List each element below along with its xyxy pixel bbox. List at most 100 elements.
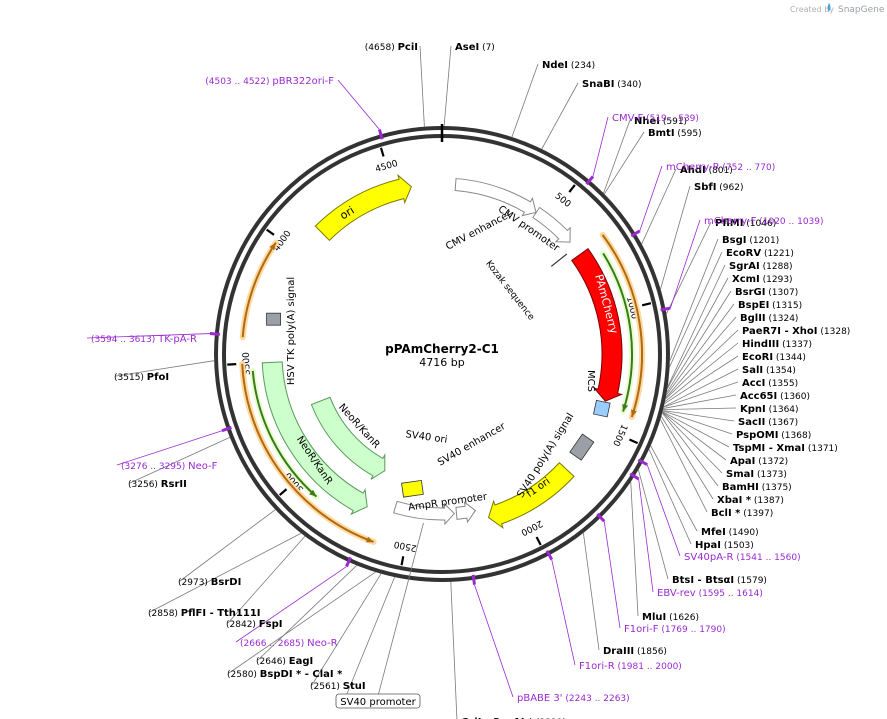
enzyme-name: NdeI	[542, 60, 568, 71]
enzyme-leader-line	[660, 416, 714, 500]
enzyme-leader-line	[665, 316, 737, 399]
enzyme-leader-line	[665, 329, 739, 400]
enzyme-suffix: - SexAI *	[481, 717, 533, 719]
enzyme-leader-line	[582, 532, 600, 651]
pamcherry-green-arc	[602, 252, 633, 412]
enzyme-label-pflfi: (2858) PflFI - Tth111I	[148, 608, 261, 619]
enzyme-position: (2858)	[148, 609, 181, 619]
primer-leader-line	[551, 559, 576, 666]
brand-header: Created by SnapGene	[790, 3, 885, 15]
enzyme-suffix: - Tth111I	[206, 608, 260, 619]
primer-leader-line	[646, 464, 681, 557]
enzyme-name: EcoRV	[726, 248, 761, 259]
enzyme-suffix: - BtsαI	[694, 575, 734, 586]
enzyme-label-stui: (2561) StuI	[310, 681, 366, 692]
primer-range: (2666 .. 2685)	[240, 639, 307, 649]
enzyme-label-xbai: XbaI * (1387)	[717, 495, 784, 506]
enzyme-label-bspei: BspEI (1315)	[738, 300, 802, 311]
enzyme-leader-line	[648, 449, 692, 545]
enzyme-name: NheI	[634, 116, 660, 127]
primer-mark	[596, 513, 606, 523]
enzyme-name: BsrGI	[735, 287, 765, 298]
enzyme-position: (1315)	[769, 301, 802, 311]
primer-name: TK-pA-R	[157, 334, 197, 345]
enzyme-name: BtsI	[672, 575, 694, 586]
primer-range: (1981 .. 2000)	[615, 662, 682, 672]
enzyme-leader-line	[660, 419, 708, 513]
pamcherry-orange-arc	[601, 234, 643, 418]
enzyme-label-eagi: (2646) EagI	[256, 656, 313, 667]
enzyme-label-pspomi: PspOMI (1368)	[736, 430, 811, 441]
enzyme-name: BsgI	[722, 235, 746, 246]
sv40-ori-box	[401, 480, 424, 498]
enzyme-label-tspmi: TspMI - XmaI (1371)	[733, 443, 838, 454]
enzyme-position: (1221)	[761, 249, 794, 259]
enzyme-label-ecori: EcoRI (1344)	[742, 352, 806, 363]
feature-label-ori: ori	[338, 204, 357, 223]
enzyme-name: MluI	[642, 612, 666, 623]
ampr-promoter-arrow	[455, 501, 477, 524]
enzyme-name: MfeI	[701, 527, 726, 538]
site-lines	[86, 45, 739, 719]
enzyme-position: (340)	[614, 80, 641, 90]
neor-orange-arc	[241, 363, 374, 543]
pamcherry-green-arc-arrowhead	[622, 403, 629, 412]
enzyme-leader-line	[667, 277, 729, 389]
enzyme-name: HindIII	[742, 339, 779, 350]
enzyme-position: (1490)	[726, 528, 759, 538]
enzyme-label-sali: SalI (1354)	[742, 365, 796, 376]
enzyme-label-acci: AccI (1355)	[742, 378, 798, 389]
enzyme-name: AhdI	[680, 165, 706, 176]
enzyme-leader-line	[662, 411, 727, 461]
primer-mark	[209, 332, 220, 336]
primer-name: mCherry-R	[666, 162, 720, 173]
enzyme-label-mfei: MfeI (1490)	[701, 527, 759, 538]
enzyme-name: CsiI	[461, 717, 481, 719]
enzyme-position: (1324)	[766, 314, 799, 324]
enzyme-name: EagI	[289, 656, 313, 667]
enzyme-suffix: - XhoI	[781, 326, 818, 337]
boxed-label-leader	[377, 522, 424, 697]
enzyme-position: (2973)	[178, 578, 211, 588]
enzyme-name: SnaBI	[582, 79, 614, 90]
enzyme-label-bsrgi: BsrGI (1307)	[735, 287, 798, 298]
cmv-enhancer-arrow	[454, 178, 537, 217]
tick-label: 1500	[610, 422, 629, 447]
enzyme-leader-line	[603, 119, 631, 194]
tick-mark	[628, 438, 639, 445]
hsv-orange-arc	[241, 242, 277, 338]
snapgene-logo-icon	[827, 3, 831, 12]
enzyme-leader-line	[664, 355, 739, 405]
enzyme-leader-line	[450, 581, 458, 719]
enzyme-label-smai: SmaI (1373)	[726, 469, 787, 480]
enzyme-leader-line	[604, 131, 645, 195]
feature-label-mcs: MCS	[585, 370, 596, 392]
enzyme-leader-line	[662, 410, 733, 435]
enzyme-position: (1397)	[740, 509, 773, 519]
enzyme-leader-line	[179, 509, 276, 582]
enzyme-label-fspi: (2842) FspI	[226, 619, 282, 630]
enzyme-label-sacii: SacII (1367)	[738, 417, 798, 428]
enzyme-position: (4658)	[365, 43, 398, 53]
pamcherry-arrow	[571, 248, 624, 402]
enzyme-position: (1293)	[760, 275, 793, 285]
enzyme-leader-line	[637, 469, 669, 580]
primer-label-neo-r: (2666 .. 2685) Neo-R	[240, 638, 338, 649]
primer-name: pBR322ori-F	[272, 76, 334, 87]
enzyme-leader-line	[664, 342, 739, 402]
boxed-label-sv40-promoter: SV40 promoter	[340, 697, 416, 708]
primer-label-neo-f: (3276 .. 3295) Neo-F	[121, 461, 218, 472]
enzyme-name: BclI *	[711, 508, 741, 519]
enzyme-position: (1201)	[746, 236, 779, 246]
primer-leader-line	[603, 521, 621, 629]
hsv-orange-arc-arrowhead	[269, 242, 276, 251]
enzyme-name: PciI	[398, 42, 418, 53]
enzyme-leader-line	[663, 394, 737, 409]
feature-label-kozak: Kozak sequence	[483, 259, 536, 323]
enzyme-name: ApaI	[730, 456, 755, 467]
enzyme-name: PflFI	[181, 608, 206, 619]
primer-label-mcherry-r: mCherry-R (752 .. 770)	[666, 162, 775, 173]
feature-label-sv40-enhancer: SV40 enhancer	[436, 421, 508, 469]
feature-label-hsv-tk-polya: HSV TK poly(A) signal	[286, 277, 297, 385]
